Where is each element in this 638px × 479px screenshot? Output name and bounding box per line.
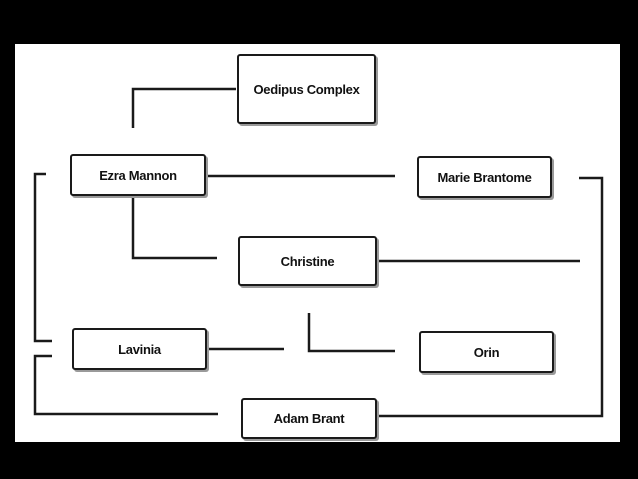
oedipus-complex-label: Oedipus Complex <box>253 81 360 97</box>
marie-brantome-node: Marie Brantome <box>417 156 552 198</box>
orin-node: Orin <box>419 331 554 373</box>
orin-label: Orin <box>473 344 500 360</box>
lavinia-node: Lavinia <box>72 328 207 370</box>
adam-brant-node: Adam Brant <box>241 398 377 439</box>
connector-left-bracket-lower <box>33 354 218 416</box>
ezra-mannon-node: Ezra Mannon <box>70 154 206 196</box>
connector-ezra-christine <box>131 196 217 260</box>
ezra-mannon-label: Ezra Mannon <box>99 167 177 183</box>
connector-left-bracket-upper <box>33 172 52 343</box>
adam-brant-label: Adam Brant <box>273 411 345 426</box>
christine-node: Christine <box>238 236 377 286</box>
oedipus-complex-node: Oedipus Complex <box>237 54 376 124</box>
christine-label: Christine <box>280 253 335 269</box>
marie-brantome-label: Marie Brantome <box>437 169 532 185</box>
connector-right-bracket <box>377 176 604 418</box>
lavinia-label: Lavinia <box>118 341 161 357</box>
connector-oedipus-ezra <box>131 87 236 128</box>
connector-to-orin <box>307 313 395 353</box>
